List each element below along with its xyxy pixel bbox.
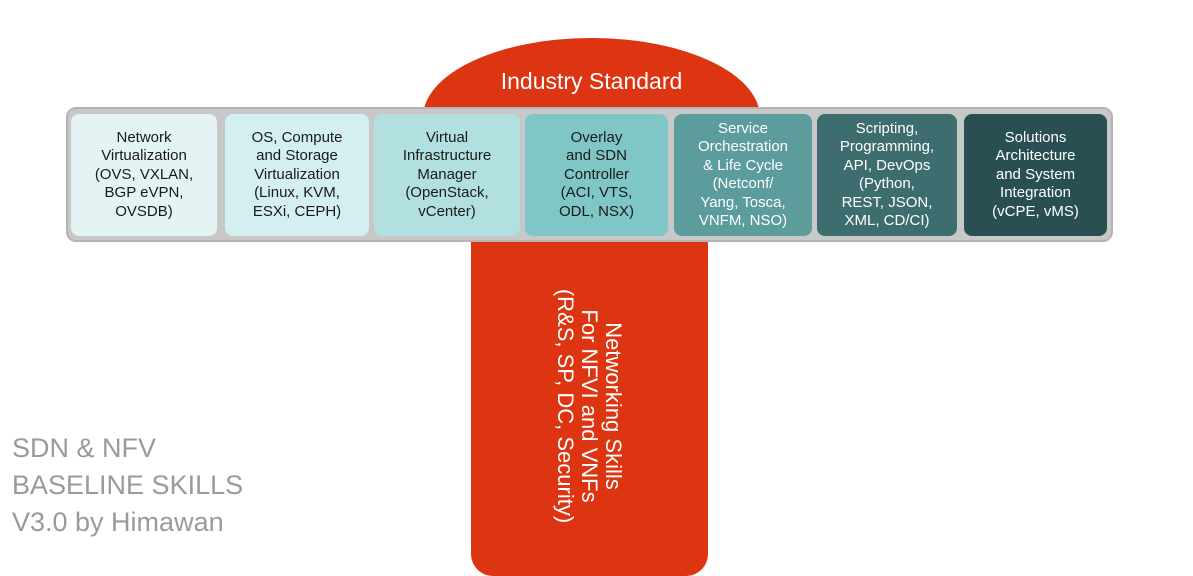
industry-standard-label: Industry Standard (500, 68, 683, 94)
networking-skills-pillar (471, 222, 708, 576)
skill-box-text: OS, Compute and Storage Virtualization (… (251, 128, 343, 220)
skill-box-os-compute-storage: OS, Compute and Storage Virtualization (… (225, 114, 369, 236)
networking-skills-label: Networking Skills For NFVI and VNFs (R&S… (553, 288, 626, 524)
skill-box-text: Service Orchestration & Life Cycle (Netc… (697, 119, 789, 230)
skill-box-overlay-sdn-controller: Overlay and SDN Controller (ACI, VTS, OD… (525, 114, 668, 236)
slide-caption: SDN & NFV BASELINE SKILLS V3.0 by Himawa… (12, 433, 244, 537)
skill-box-text: Overlay and SDN Controller (ACI, VTS, OD… (558, 128, 634, 220)
skill-box-text: Solutions Architecture and System Integr… (992, 128, 1079, 220)
skill-box-text: Network Virtualization (OVS, VXLAN, BGP … (94, 128, 194, 220)
skill-box-scripting-programming: Scripting, Programming, API, DevOps (Pyt… (817, 114, 957, 236)
skill-box-text: Scripting, Programming, API, DevOps (Pyt… (839, 119, 935, 230)
skill-box-solutions-architecture: Solutions Architecture and System Integr… (964, 114, 1107, 236)
skill-box-service-orchestration: Service Orchestration & Life Cycle (Netc… (674, 114, 812, 236)
skill-box-network-virtualization: Network Virtualization (OVS, VXLAN, BGP … (71, 114, 217, 236)
skill-box-text: Virtual Infrastructure Manager (OpenStac… (402, 128, 492, 220)
skill-box-virtual-infrastructure-manager: Virtual Infrastructure Manager (OpenStac… (374, 114, 520, 236)
